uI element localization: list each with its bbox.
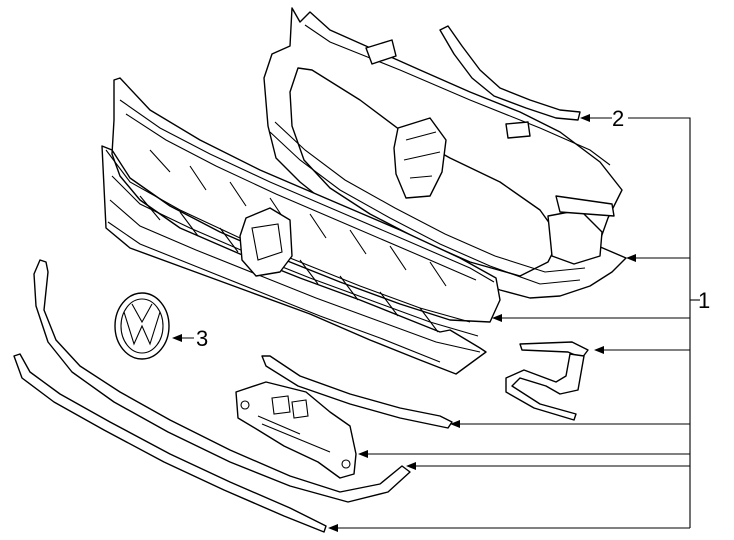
- trim-strip: [261, 355, 453, 429]
- callout-1: 1: [698, 288, 710, 313]
- callout-2: 2: [612, 106, 624, 131]
- grille-carrier-frame: [263, 7, 627, 299]
- grille: [101, 77, 501, 375]
- bottom-molding: [13, 353, 327, 533]
- arrowheads: [172, 114, 636, 532]
- callout-3: 3: [196, 326, 208, 351]
- side-trim-lower: [505, 353, 585, 421]
- sensor-bracket: [235, 381, 357, 479]
- lower-molding: [33, 259, 411, 503]
- leader-lines: [174, 117, 700, 529]
- seal-strip: [439, 25, 581, 121]
- vw-emblem: [114, 292, 170, 360]
